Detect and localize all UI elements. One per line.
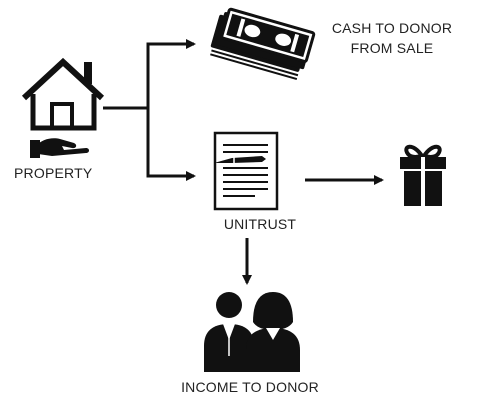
cash-label-line-2: FROM SALE <box>350 40 434 57</box>
document-with-pen-icon <box>213 131 279 211</box>
unitrust-label: UNITRUST <box>223 216 297 232</box>
property-label: PROPERTY <box>14 165 93 181</box>
cash-bundles-icon <box>210 7 316 81</box>
hand-icon <box>30 138 89 158</box>
house-icon <box>21 57 105 131</box>
connector-lines <box>103 39 384 285</box>
gift-box-icon <box>400 144 446 206</box>
cash-label-line-1: CASH TO DONOR <box>331 20 453 36</box>
income-to-donor-label: INCOME TO DONOR <box>181 379 319 395</box>
cash-to-donor-label: CASH TO DONOR FROM SALE <box>312 18 472 59</box>
two-people-icon <box>204 292 300 372</box>
